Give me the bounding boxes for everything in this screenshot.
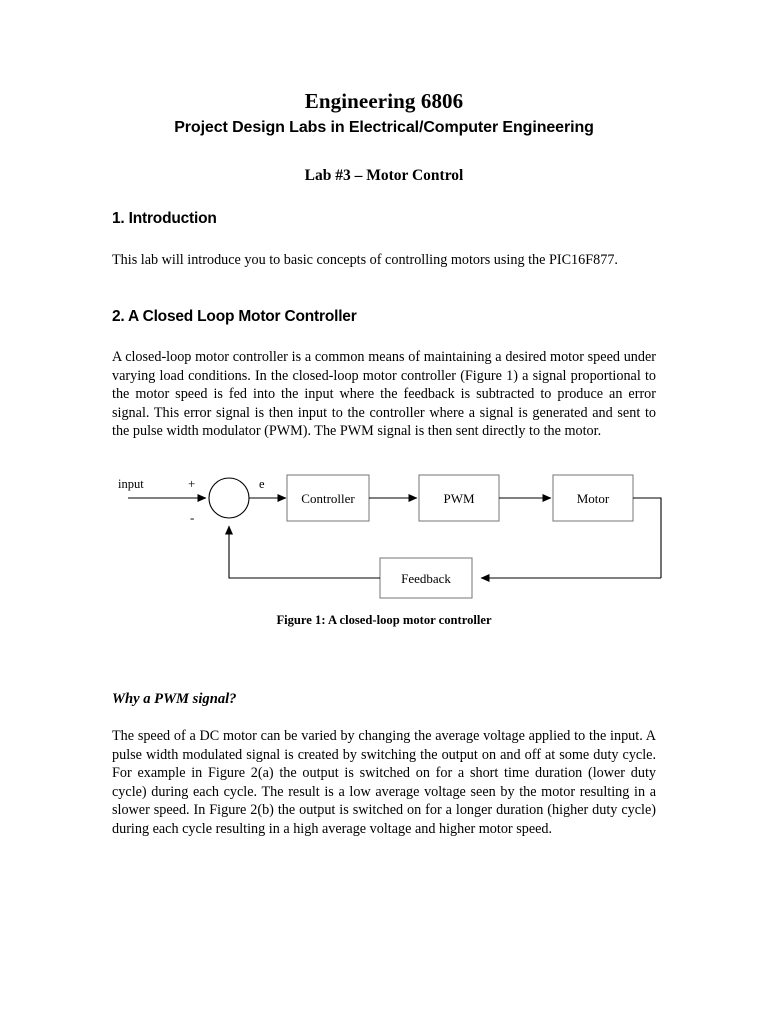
figure-caption: Figure 1: A closed-loop motor controller [276, 613, 492, 627]
block-controller [286, 474, 370, 522]
figure-plus-sign: + [188, 476, 195, 491]
figure-closed-loop-block-diagram: input + - e Controller PWM [112, 466, 672, 641]
figure-input-label: input [118, 477, 144, 491]
subheading-why-pwm: Why a PWM signal? [112, 691, 237, 707]
figure-error-label: e [259, 477, 265, 491]
block-feedback [379, 557, 473, 599]
heading-introduction: 1. Introduction [112, 210, 217, 227]
paragraph-closed-loop-controller: A closed-loop motor controller is a comm… [112, 349, 656, 440]
block-pwm-label: PWM [443, 491, 475, 506]
page-subtitle: Project Design Labs in Electrical/Comput… [174, 119, 594, 136]
block-feedback-label: Feedback [401, 571, 451, 586]
page-title: Engineering 6806 [304, 89, 464, 113]
block-controller-label: Controller [301, 491, 355, 506]
heading-closed-loop-controller: 2. A Closed Loop Motor Controller [112, 308, 357, 325]
paragraph-why-pwm: The speed of a DC motor can be varied by… [112, 728, 656, 837]
title-block: Engineering 6806 Project Design Labs in … [112, 88, 656, 186]
lab-title: Lab #3 – Motor Control [304, 167, 464, 184]
summing-junction [208, 477, 250, 519]
paragraph-introduction: This lab will introduce you to basic con… [112, 252, 618, 268]
figure-minus-sign: - [190, 510, 194, 525]
block-motor-label: Motor [577, 491, 610, 506]
